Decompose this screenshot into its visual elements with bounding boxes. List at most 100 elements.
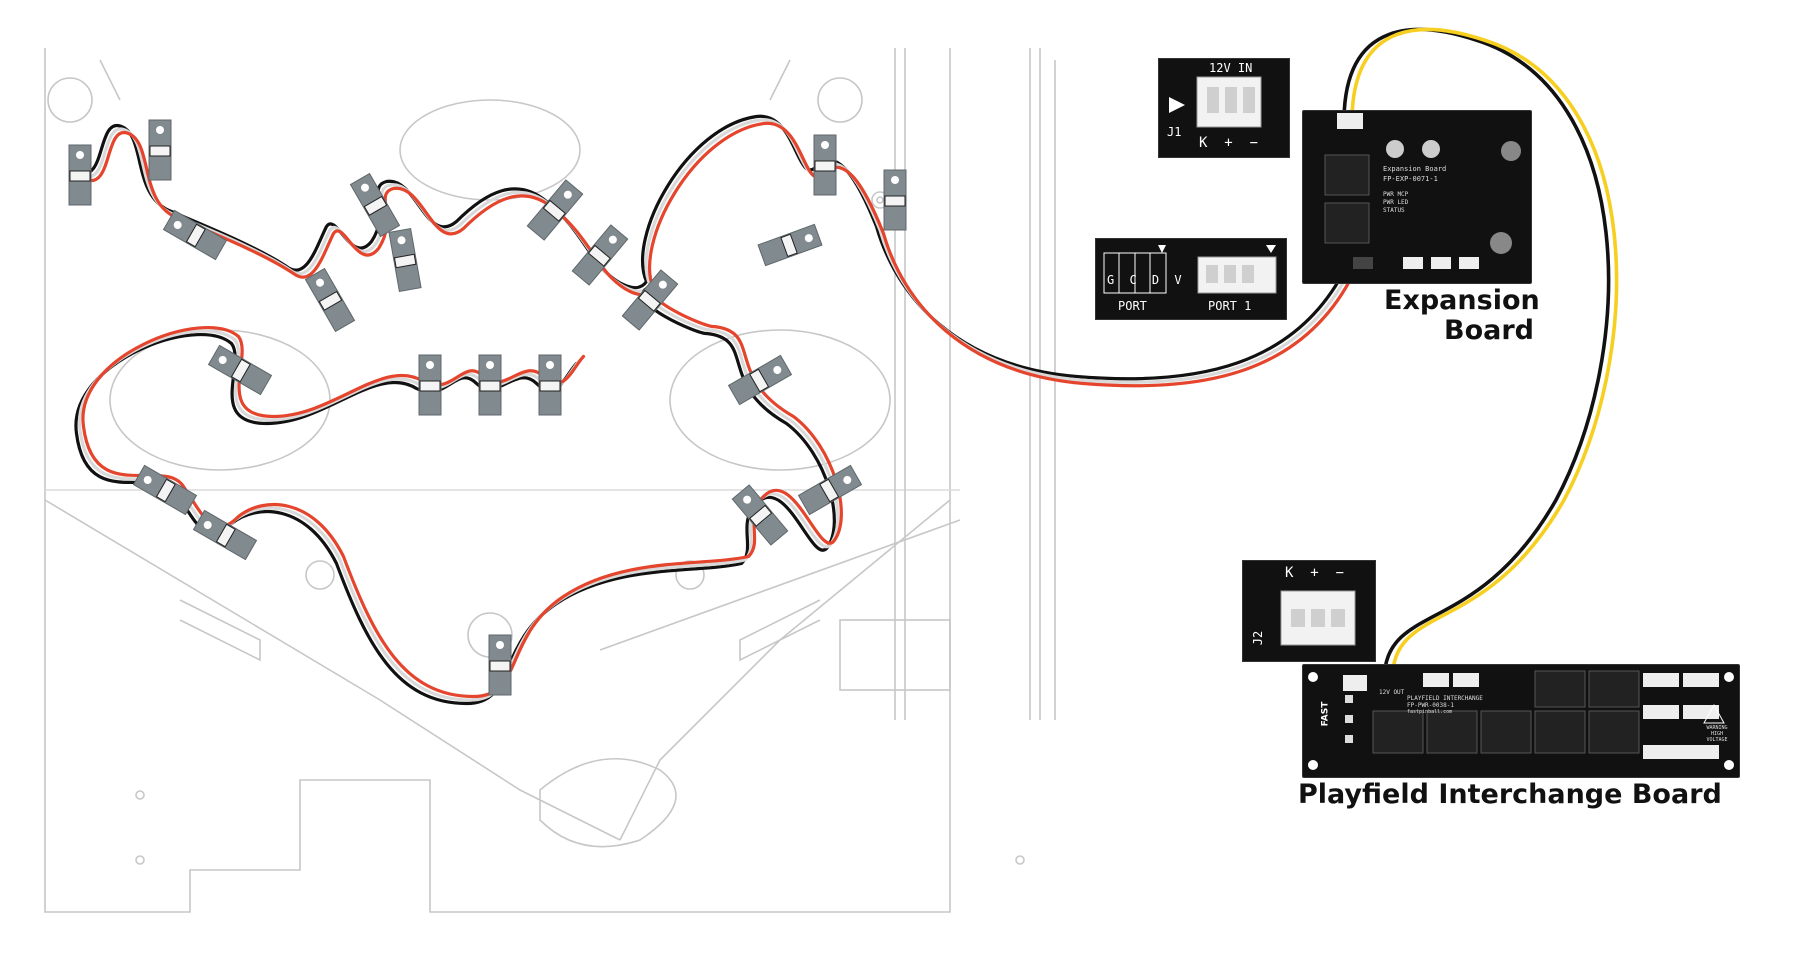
- mount-hole: [397, 236, 406, 245]
- wire-yellow: [1350, 27, 1619, 682]
- led-connector: [393, 253, 417, 269]
- led-connector: [749, 368, 770, 393]
- interchange-silk-3: FP-PWR-0038-1: [1407, 702, 1454, 709]
- playfield-outline: [44, 48, 1056, 913]
- led-connector: [155, 478, 176, 503]
- power-inset-pins: K + −: [1199, 135, 1259, 151]
- led-board: [488, 634, 512, 696]
- led-connector: [363, 195, 388, 216]
- led-board: [526, 179, 584, 241]
- mount-hole: [546, 361, 554, 369]
- mount-hole: [426, 361, 434, 369]
- expansion-board-silk-2: FP-EXP-0071-1: [1383, 175, 1438, 183]
- wire-white: [78, 283, 840, 702]
- mount-hole: [658, 280, 667, 289]
- port-inset-pins: G C D V: [1107, 273, 1186, 287]
- interchange-silk-4: fastpinball.com: [1407, 709, 1453, 715]
- mount-hole: [773, 366, 782, 374]
- power-cable: [1342, 27, 1619, 682]
- led-board: [571, 224, 629, 286]
- mount-hole: [486, 361, 494, 369]
- led-connector: [884, 195, 906, 207]
- mount-hole: [173, 221, 182, 229]
- mount-hole: [743, 495, 752, 504]
- mount-hole: [496, 641, 504, 649]
- led-connector: [185, 223, 206, 248]
- led-board: [162, 209, 228, 261]
- mount-hole: [821, 141, 829, 149]
- led-board: [68, 144, 92, 206]
- led-connector: [230, 358, 251, 383]
- led-board: [192, 509, 258, 561]
- led-board: [207, 344, 273, 396]
- interchange-silk-2: PLAYFIELD INTERCHANGE: [1407, 695, 1483, 702]
- mount-hole: [218, 356, 227, 364]
- led-board: [797, 464, 863, 516]
- expansion-board-silk-1: Expansion Board: [1383, 165, 1447, 173]
- led-connector: [318, 290, 343, 311]
- led-board: [621, 269, 679, 331]
- mount-hole: [76, 151, 84, 159]
- port-inset-label-right: PORT 1: [1208, 299, 1252, 313]
- mount-hole: [316, 278, 324, 287]
- led-board: [727, 354, 793, 406]
- led-connector: [542, 199, 566, 222]
- interchange-board-pcb: 12V OUT PLAYFIELD INTERCHANGE FP-PWR-003…: [1302, 664, 1740, 778]
- led-connector: [814, 160, 836, 172]
- interchange-silk-1: 12V OUT: [1379, 689, 1405, 696]
- power-connector-inset: 12V IN J1 K + −: [1158, 58, 1290, 158]
- led-board: [883, 169, 907, 231]
- led-board: [388, 227, 422, 293]
- mount-hole: [203, 521, 212, 529]
- mount-hole: [804, 234, 813, 243]
- expansion-board-silk-5: STATUS: [1383, 207, 1405, 214]
- led-board: [538, 354, 562, 416]
- wire-cable-3-conductor: [74, 114, 1356, 706]
- led-board-group: [68, 119, 907, 696]
- led-connector: [819, 478, 840, 503]
- led-board: [148, 119, 172, 181]
- mount-hole: [608, 235, 617, 244]
- port-connector-inset: G C D V PORT PORT 1: [1095, 238, 1287, 320]
- power-inset-connector-label: J1: [1167, 125, 1182, 139]
- j2-inset-pins: K + −: [1285, 565, 1345, 581]
- mount-hole: [143, 476, 152, 484]
- expansion-board-silk-3: PWR MCP: [1383, 191, 1409, 198]
- j2-connector-inset: K + − J2: [1242, 560, 1376, 662]
- interchange-warning: WARNING HIGH VOLTAGE: [1706, 725, 1728, 743]
- led-connector: [780, 233, 798, 258]
- cable-lower-chain: [74, 279, 843, 706]
- fast-brand-logo: FAST: [1320, 701, 1331, 727]
- mount-hole: [843, 476, 852, 484]
- expansion-board-silk-4: PWR LED: [1383, 199, 1409, 206]
- led-connector: [539, 380, 561, 392]
- mount-hole: [563, 190, 572, 199]
- led-connector: [419, 380, 441, 392]
- led-board: [757, 223, 823, 267]
- led-connector: [489, 660, 511, 672]
- led-connector: [69, 170, 91, 182]
- led-connector: [149, 145, 171, 157]
- power-inset-title: 12V IN: [1209, 61, 1253, 75]
- led-board: [132, 464, 198, 516]
- led-connector: [479, 380, 501, 392]
- led-connector: [587, 244, 611, 267]
- wire-red: [81, 279, 843, 699]
- expansion-board-label: Expansion Board: [1384, 285, 1540, 346]
- led-board: [418, 354, 442, 416]
- interchange-board-label: Playfield Interchange Board: [1298, 779, 1722, 810]
- mount-hole: [156, 126, 164, 134]
- led-board: [349, 172, 401, 238]
- mount-hole: [361, 183, 369, 192]
- mount-hole: [891, 176, 899, 184]
- led-board: [731, 484, 789, 546]
- led-connector: [637, 289, 661, 312]
- led-board: [478, 354, 502, 416]
- led-connector: [749, 504, 773, 527]
- expansion-board-pcb: Expansion Board FP-EXP-0071-1 PWR MCP PW…: [1302, 110, 1532, 284]
- led-board: [304, 267, 356, 333]
- led-connector: [215, 523, 236, 548]
- led-board: [813, 134, 837, 196]
